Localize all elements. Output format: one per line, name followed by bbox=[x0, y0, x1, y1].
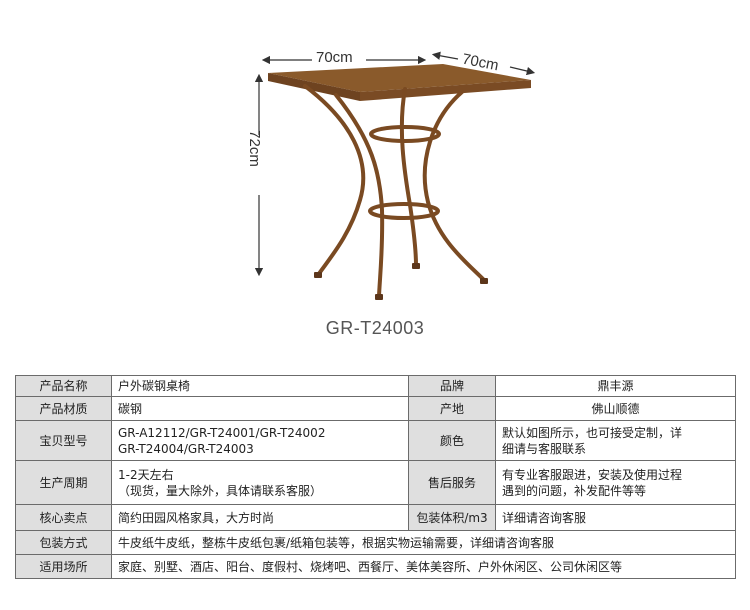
spec-label: 核心卖点 bbox=[15, 504, 112, 531]
spec-label: 品牌 bbox=[408, 375, 496, 397]
spec-value: 家庭、别墅、酒店、阳台、度假村、烧烤吧、西餐厅、美体美容所、户外休闲区、公司休闲… bbox=[111, 554, 736, 579]
width-label: 70cm bbox=[316, 49, 353, 66]
spec-value-line: 默认如图所示，也可接受定制，详 bbox=[502, 425, 683, 440]
table-row: 产品材质 碳钢 产地 佛山顺德 bbox=[15, 396, 736, 421]
spec-value: 有专业客服跟进，安装及使用过程 遇到的问题，补发配件等等 bbox=[495, 460, 736, 505]
table-row: 适用场所 家庭、别墅、酒店、阳台、度假村、烧烤吧、西餐厅、美体美容所、户外休闲区… bbox=[15, 554, 736, 579]
spec-value: 简约田园风格家具，大方时尚 bbox=[111, 504, 409, 531]
height-label: 72cm bbox=[245, 130, 263, 167]
spec-label: 适用场所 bbox=[15, 554, 112, 579]
spec-label: 售后服务 bbox=[408, 460, 496, 505]
spec-value-line: 细请与客服联系 bbox=[502, 441, 587, 456]
spec-value: 佛山顺德 bbox=[495, 396, 736, 421]
spec-value: 户外碳钢桌椅 bbox=[111, 375, 409, 397]
spec-label: 包装方式 bbox=[15, 530, 112, 555]
spec-value: 1-2天左右 （现货，量大除外，具体请联系客服） bbox=[111, 460, 409, 505]
spec-label: 产地 bbox=[408, 396, 496, 421]
spec-value: 碳钢 bbox=[111, 396, 409, 421]
model-code: GR-T24003 bbox=[325, 318, 425, 338]
table-row: 核心卖点 简约田园风格家具，大方时尚 包装体积/m3 详细请咨询客服 bbox=[15, 504, 736, 531]
table-row: 生产周期 1-2天左右 （现货，量大除外，具体请联系客服） 售后服务 有专业客服… bbox=[15, 460, 736, 505]
spec-value-line: GR-A12112/GR-T24001/GR-T24002 bbox=[118, 425, 326, 440]
spec-value: 详细请咨询客服 bbox=[495, 504, 736, 531]
table-row: 宝贝型号 GR-A12112/GR-T24001/GR-T24002 GR-T2… bbox=[15, 420, 736, 461]
product-image: 70cm 70cm 72cm bbox=[245, 49, 536, 300]
spec-value-line: GR-T24004/GR-T24003 bbox=[118, 441, 254, 456]
spec-value-line: （现货，量大除外，具体请联系客服） bbox=[118, 483, 323, 498]
spec-value: 默认如图所示，也可接受定制，详 细请与客服联系 bbox=[495, 420, 736, 461]
spec-value-line: 有专业客服跟进，安装及使用过程 bbox=[502, 467, 683, 482]
table-frame bbox=[303, 84, 486, 298]
spec-value: GR-A12112/GR-T24001/GR-T24002 GR-T24004/… bbox=[111, 420, 409, 461]
spec-label: 颜色 bbox=[408, 420, 496, 461]
table-row: 产品名称 户外碳钢桌椅 品牌 鼎丰源 bbox=[15, 375, 736, 397]
spec-label: 产品材质 bbox=[15, 396, 112, 421]
spec-value-line: 遇到的问题，补发配件等等 bbox=[502, 483, 647, 498]
spec-value: 牛皮纸牛皮纸，整栋牛皮纸包裹/纸箱包装等，根据实物运输需要，详细请咨询客服 bbox=[111, 530, 736, 555]
spec-label: 宝贝型号 bbox=[15, 420, 112, 461]
spec-label: 产品名称 bbox=[15, 375, 112, 397]
table-illustration bbox=[254, 51, 536, 300]
depth-dimension-line bbox=[431, 51, 536, 76]
spec-label: 生产周期 bbox=[15, 460, 112, 505]
spec-value: 鼎丰源 bbox=[495, 375, 736, 397]
specs-table: 产品名称 户外碳钢桌椅 品牌 鼎丰源 产品材质 碳钢 产地 佛山顺德 宝贝型号 … bbox=[15, 375, 736, 579]
spec-value-line: 1-2天左右 bbox=[118, 467, 174, 482]
table-feet bbox=[314, 263, 488, 300]
spec-label: 包装体积/m3 bbox=[408, 504, 496, 531]
table-row: 包装方式 牛皮纸牛皮纸，整栋牛皮纸包裹/纸箱包装等，根据实物运输需要，详细请咨询… bbox=[15, 530, 736, 555]
